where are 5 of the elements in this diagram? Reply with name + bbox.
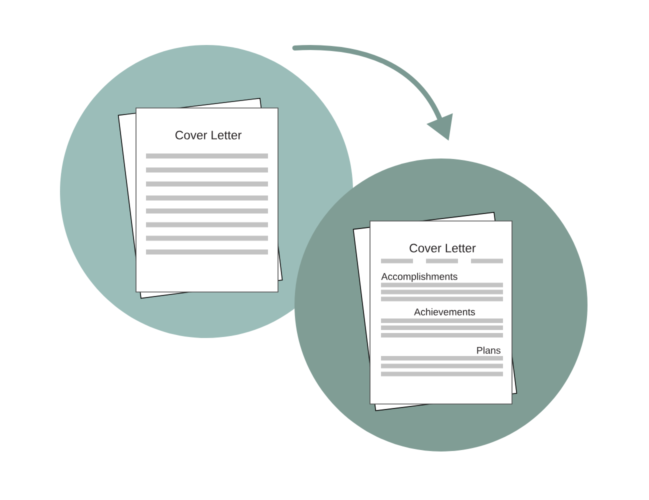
section-heading: Plans <box>477 346 500 354</box>
document-title: Cover Letter <box>176 130 242 140</box>
section-heading: Achievements <box>414 308 475 316</box>
section-heading: Accomplishments <box>381 272 458 282</box>
document-title: Cover Letter <box>410 244 476 252</box>
